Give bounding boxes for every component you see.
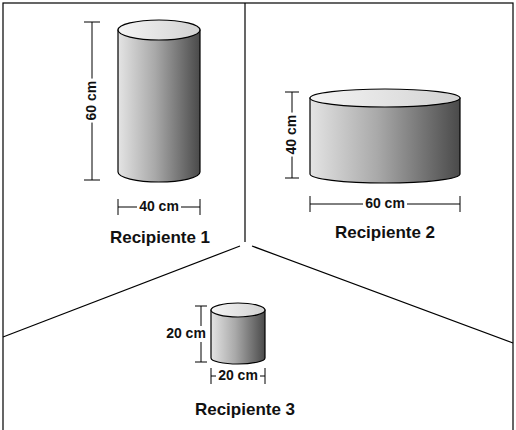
dimension-lines	[285, 92, 460, 212]
dimension-label: 60 cm	[363, 196, 407, 211]
dimension-label: 60 cm	[84, 79, 99, 123]
container-label: Recipiente 1	[108, 229, 212, 248]
container-label: Recipiente 3	[193, 401, 297, 420]
dimension-lines	[84, 22, 200, 215]
dimension-label: 40 cm	[284, 113, 299, 157]
dimension-label: 20 cm	[216, 368, 260, 383]
frame	[3, 3, 513, 430]
dimension-label: 40 cm	[137, 199, 181, 214]
cylinder-1	[118, 20, 200, 182]
cylinder-3	[211, 303, 265, 364]
dimension-label: 20 cm	[164, 326, 208, 341]
dimension-lines	[195, 306, 265, 384]
container-label: Recipiente 2	[333, 224, 437, 243]
cylinder-2	[310, 89, 460, 183]
